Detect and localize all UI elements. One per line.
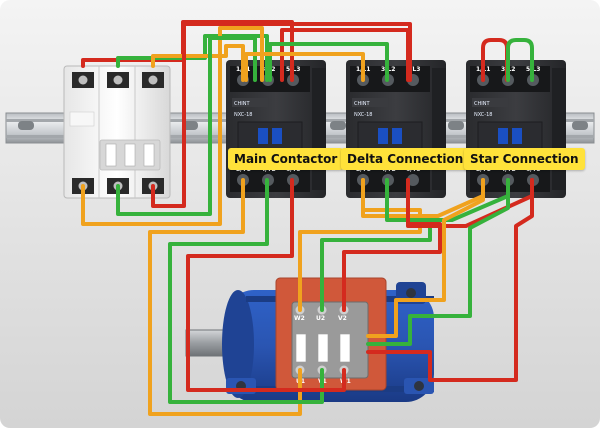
wires bbox=[81, 20, 534, 416]
wire-orange bbox=[148, 178, 302, 416]
delta-connection-label: Delta Connection bbox=[341, 148, 470, 170]
star-connection-label: Star Connection bbox=[464, 148, 585, 170]
contactor-brand: CHINT bbox=[234, 101, 250, 107]
main-contactor: 1/L1 3/L2 5/L3 CHINT NXC-18 2/T1 4/T2 6/… bbox=[226, 60, 326, 198]
terminal-label: 5/L3 bbox=[406, 66, 420, 73]
contactor-model: NXC-18 bbox=[354, 112, 372, 118]
motor: W2 U2 V2 U1 V1 W1 bbox=[185, 277, 434, 402]
contactor-brand: CHINT bbox=[354, 101, 370, 107]
wire-orange bbox=[366, 178, 485, 338]
wire-orange bbox=[151, 44, 245, 82]
main-contactor-label: Main Contactor bbox=[228, 148, 344, 170]
wire-green bbox=[268, 42, 389, 82]
delta-contactor: 1/L1 3/L2 5/L3 CHINT NXC-18 2/T1 4/T2 6/… bbox=[346, 60, 446, 198]
wire-orange bbox=[244, 52, 365, 82]
motor-terminal-label: W2 bbox=[294, 315, 305, 322]
motor-terminal-label: U2 bbox=[316, 315, 325, 322]
star-contactor: 1/L1 3/L2 5/L3 CHINT NXC-18 2/T1 4/T2 6/… bbox=[466, 60, 566, 198]
wire-green bbox=[366, 178, 510, 346]
wire-orange bbox=[81, 26, 264, 226]
circuit-breaker bbox=[63, 65, 171, 199]
contactor-model: NXC-18 bbox=[234, 112, 252, 118]
wire-green bbox=[506, 38, 534, 82]
wire-red bbox=[366, 178, 534, 382]
contactor-brand: CHINT bbox=[474, 101, 490, 107]
wire-green bbox=[116, 36, 257, 216]
contactor-model: NXC-18 bbox=[474, 112, 492, 118]
wire-red bbox=[186, 178, 346, 392]
motor-terminal-label: V2 bbox=[338, 315, 347, 322]
wire-green bbox=[116, 34, 269, 82]
wire-green bbox=[168, 178, 324, 404]
